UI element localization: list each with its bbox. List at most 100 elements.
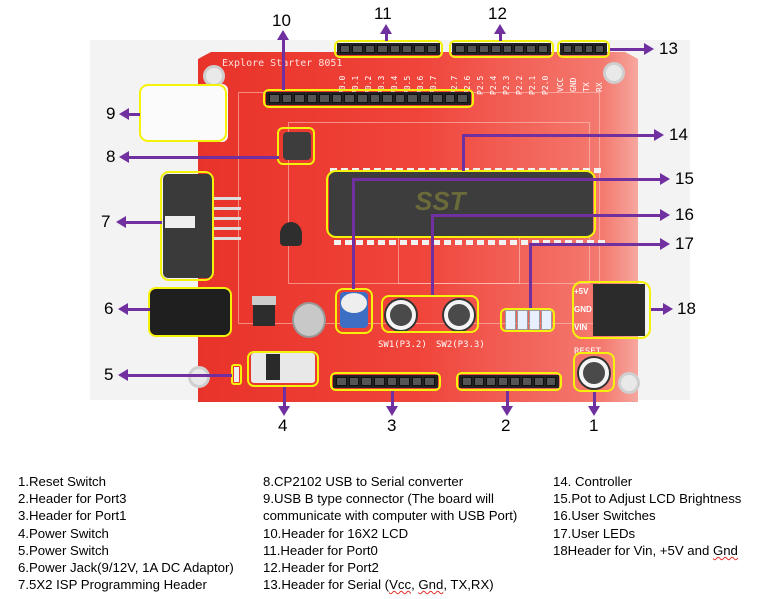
legend-item: 3.Header for Port1 [18,508,127,524]
legend-item: 12.Header for Port2 [263,560,379,576]
transistor [280,222,302,246]
callout-number-11: 11 [374,4,392,23]
legend-item: 13.Header for Serial (Vcc, Gnd, TX,RX) [263,576,517,593]
serial-pin-label: TX [582,82,591,92]
arrowhead-left [116,216,126,228]
sw1-label: SW1(P3.2) [378,340,427,350]
callout-arrow-14-vert [462,134,465,171]
legend-item: 11.Header for Port0 [263,542,378,558]
callout-arrow-5 [126,374,232,377]
port0-header [337,43,440,55]
port2-header-highlight [449,40,554,58]
port2-pin-label: P2.5 [476,75,485,95]
power-switch-slider[interactable] [266,354,280,380]
callout-arrow-17-vert [529,243,532,308]
arrowhead-right [654,129,664,141]
usb-b-highlight [139,84,227,142]
user-led [529,310,540,330]
user-led [541,310,552,330]
port2-pin-label: P2.3 [502,75,511,95]
arrowhead-down [386,406,398,416]
callout-arrow-4 [283,387,286,411]
arrowhead-right [663,303,673,315]
legend-item: 10.Header for 16X2 LCD [263,525,409,541]
legend-item: 7.5X2 ISP Programming Header [18,577,207,593]
user-switch-sw2[interactable] [444,300,474,330]
controller-chip-logo: SST [415,186,466,216]
callout-arrow-17 [529,243,662,246]
callout-arrow-9 [127,113,140,116]
controller-highlight [326,170,596,238]
port2-header [452,43,551,55]
callout-arrow-15-vert [352,178,355,289]
callout-arrow-13 [610,48,646,51]
isp-header-key-slot [165,216,195,228]
legend-text: , TX,RX) [443,577,494,593]
callout-number-16: 16 [675,205,694,224]
serial-pin-label: GND [569,77,578,92]
serial-pin-label: VCC [556,77,565,92]
mounting-hole [603,62,625,84]
port1-header-highlight [330,372,441,391]
arrowhead-up [277,30,289,40]
arrowhead-down [501,406,513,416]
legend-column-1: 1.Reset Switch 2.Header for Port3 3.Head… [18,473,234,593]
isp-header-pins [213,197,241,200]
legend-item: 4.Power Switch [18,525,109,541]
legend-item: 2.Header for Port3 [18,491,127,507]
serial-pin-label: RX [595,82,604,92]
callout-arrow-3 [391,391,394,411]
arrowhead-right [660,209,670,221]
callout-arrow-12 [499,31,502,41]
callout-number-14: 14 [669,125,688,144]
callout-number-12: 12 [488,4,507,23]
legend-item: 1.Reset Switch [18,474,106,489]
callout-number-4: 4 [278,416,288,435]
callout-arrow-10 [282,38,285,90]
mounting-hole [618,372,640,394]
callout-arrow-2 [506,391,509,411]
port2-pin-label: P2.4 [489,75,498,95]
lcd-header-highlight [263,89,474,108]
power-switch-body [251,353,315,383]
arrowhead-down [278,406,290,416]
callout-number-5: 5 [104,365,114,384]
callout-arrow-6 [126,308,150,311]
legend-item: communicate with computer with USB Port) [263,508,518,524]
controller-pins-bottom [334,240,605,245]
user-switches-highlight [381,295,479,333]
power-led-highlight [231,364,242,385]
arrowhead-left [119,151,129,163]
legend-text-misspelled: Gnd [418,577,444,593]
dc-power-jack [150,289,230,335]
legend-item: 8.CP2102 USB to Serial converter [263,474,464,489]
callout-arrow-14 [462,134,656,137]
port3-header [459,375,559,388]
user-switch-sw1[interactable] [386,300,416,330]
reset-switch[interactable] [579,358,609,388]
usb-b-connector [140,84,228,142]
serial-header [560,43,607,55]
pot-dial [341,293,367,313]
cp2102-chip [283,132,311,160]
callout-arrow-16 [431,214,662,217]
legend-item: 9.USB B type connector (The board will [263,491,494,507]
legend-item: 18Header for Vin, +5V and Gnd [553,542,741,559]
legend-text-misspelled: Vcc [389,577,412,593]
controller-chip [329,172,593,236]
legend-text: 13.Header for Serial ( [263,577,390,593]
cp2102-highlight [277,127,315,165]
port2-pin-label: P2.2 [515,75,524,95]
legend-column-3: 14. Controller 15.Pot to Adjust LCD Brig… [553,473,741,559]
callout-number-8: 8 [106,147,116,166]
legend-text: 18Header for Vin, +5V and [553,542,713,558]
port2-pin-label: P2.0 [541,75,550,95]
callout-number-10: 10 [272,11,291,30]
callout-arrow-1 [593,392,596,412]
power-header-label: +5V [574,287,589,296]
callout-number-1: 1 [589,416,599,435]
legend-item: 15.Pot to Adjust LCD Brightness [553,491,742,507]
serial-header-highlight [557,40,610,58]
callout-number-3: 3 [387,416,397,435]
reset-switch-highlight [573,352,615,392]
